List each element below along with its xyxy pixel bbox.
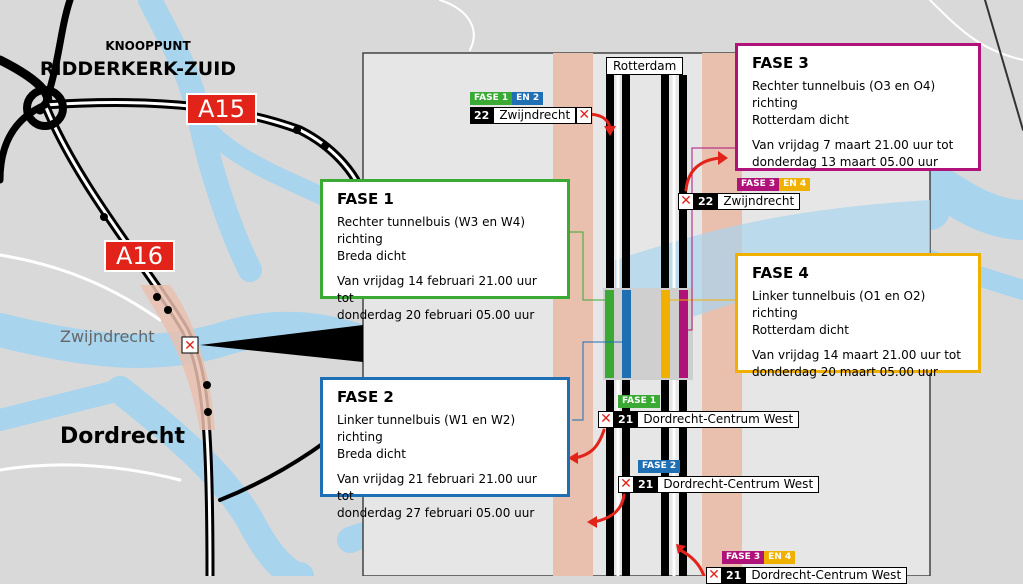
fase3-box: FASE 3 Rechter tunnelbuis (O3 en O4) ric…	[735, 43, 981, 171]
ridderkerk-zuid-interchange	[23, 86, 67, 130]
fase1-line3: Van vrijdag 14 februari 21.00 uur tot	[337, 274, 537, 305]
exit-number: 21	[634, 476, 658, 493]
exit-21-dordrecht-fase2: ✕ 21 Dordrecht-Centrum West	[618, 476, 820, 493]
exit-22-zwijndrecht-westbound: 22 Zwijndrecht ✕	[470, 107, 593, 124]
tunnel-o3-o4	[679, 290, 688, 378]
callout-lines	[568, 147, 736, 421]
roadworks-a16	[140, 285, 215, 430]
ridderkerk-zuid-label: RIDDERKERK-ZUID	[40, 58, 236, 80]
a16-shield: A16	[104, 240, 175, 272]
a15-shield: A15	[186, 93, 257, 125]
rotterdam-direction-label: Rotterdam	[606, 57, 684, 75]
fase2-line1: Linker tunnelbuis (W1 en W2) richting	[337, 413, 516, 444]
exit-number: 22	[694, 193, 718, 210]
fase2-title: FASE 2	[337, 388, 394, 406]
tag-fase2: FASE 2	[638, 460, 681, 473]
exit-name: Zwijndrecht	[493, 107, 577, 124]
exit2-phase-tags: FASE 3 EN 4	[737, 178, 811, 191]
fase1-box: FASE 1 Rechter tunnelbuis (W3 en W4) ric…	[320, 179, 570, 322]
fase2-line2: Breda dicht	[337, 447, 406, 461]
exit-name: Dordrecht-Centrum West	[657, 476, 820, 493]
fase2-line3: Van vrijdag 21 februari 21.00 uur tot	[337, 472, 537, 503]
tag-fase1: FASE 1	[470, 92, 513, 105]
tag-fase3: FASE 3	[737, 178, 780, 191]
zwijndrecht-closure-x: ✕	[184, 338, 196, 354]
exit-name: Zwijndrecht	[717, 193, 801, 210]
fase1-line1: Rechter tunnelbuis (W3 en W4) richting	[337, 215, 526, 246]
zoom-pointer	[200, 325, 363, 362]
fase4-line3: Van vrijdag 14 maart 21.00 uur tot	[752, 348, 961, 362]
closed-x-icon: ✕	[598, 411, 614, 428]
tunnel-w1-w2	[622, 290, 631, 378]
tunnel-section	[603, 288, 693, 380]
dordrecht-label: Dordrecht	[60, 424, 185, 449]
exit-name: Dordrecht-Centrum West	[637, 411, 800, 428]
fase4-title: FASE 4	[752, 264, 809, 282]
exit-arrowheads	[568, 126, 728, 554]
fase2-box: FASE 2 Linker tunnelbuis (W1 en W2) rich…	[320, 377, 570, 520]
tag-fase1: FASE 1	[618, 395, 661, 408]
fase1-line4: donderdag 20 februari 05.00 uur	[337, 308, 535, 322]
fase1-title: FASE 1	[337, 190, 394, 208]
tag-en2: EN 2	[512, 92, 544, 105]
closed-x-icon: ✕	[678, 193, 694, 210]
tunnel-w3-w4	[605, 290, 614, 378]
fase3-line3: Van vrijdag 7 maart 21.00 uur tot	[752, 138, 954, 152]
fase3-line1: Rechter tunnelbuis (O3 en O4) richting	[752, 79, 936, 110]
fase4-box: FASE 4 Linker tunnelbuis (O1 en O2) rich…	[735, 253, 981, 379]
fase3-line2: Rotterdam dicht	[752, 113, 849, 127]
tag-en4: EN 4	[764, 551, 796, 564]
knooppunt-label: KNOOPPUNT	[105, 39, 191, 53]
exit1-phase-tags: FASE 1 EN 2	[470, 92, 544, 105]
tag-fase3: FASE 3	[722, 551, 765, 564]
closed-x-icon: ✕	[618, 476, 634, 493]
fase2-line4: donderdag 27 februari 05.00 uur	[337, 506, 535, 520]
fase4-line4: donderdag 20 maart 05.00 uur	[752, 365, 938, 379]
closed-x-icon: ✕	[576, 107, 593, 124]
fase3-line4: donderdag 13 maart 05.00 uur	[752, 155, 938, 169]
local-roads	[0, 0, 1023, 482]
road-dots	[100, 126, 329, 416]
zwijndrecht-label: Zwijndrecht	[60, 327, 155, 346]
exit3-phase-tags: FASE 1	[618, 395, 661, 408]
exit-22-zwijndrecht-eastbound: ✕ 22 Zwijndrecht	[678, 193, 801, 210]
exit4-phase-tags: FASE 2	[638, 460, 681, 473]
fase1-line2: Breda dicht	[337, 249, 406, 263]
exit-21-dordrecht-fase1: ✕ 21 Dordrecht-Centrum West	[598, 411, 800, 428]
fase4-line2: Rotterdam dicht	[752, 323, 849, 337]
tag-en4: EN 4	[779, 178, 811, 191]
tunnel-o1-o2	[661, 290, 670, 378]
exit-number: 22	[470, 107, 494, 124]
fase4-line1: Linker tunnelbuis (O1 en O2) richting	[752, 289, 926, 320]
zwijndrecht-closure-marker	[181, 336, 199, 354]
exit5-phase-tags: FASE 3 EN 4	[722, 551, 796, 564]
roadworks-strip-west	[553, 53, 593, 576]
fase3-title: FASE 3	[752, 54, 809, 72]
exit-number: 21	[614, 411, 638, 428]
